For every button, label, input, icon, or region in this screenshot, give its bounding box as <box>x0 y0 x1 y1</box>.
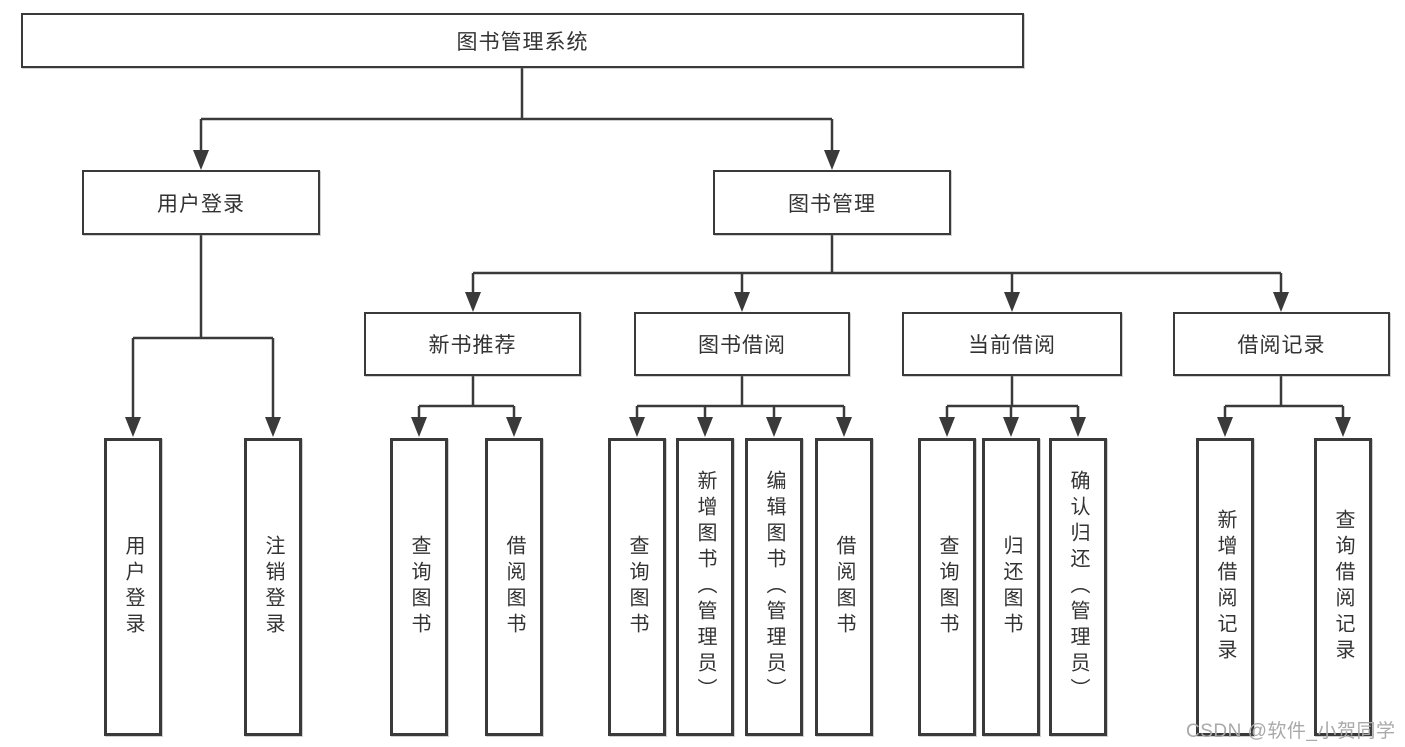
node-book-management: 图书管理 <box>713 170 951 235</box>
leaf-label: 确认归还（管理员） <box>1067 470 1089 704</box>
connector-paths <box>131 68 1345 421</box>
leaf-label: 编辑图书（管理员） <box>763 470 785 704</box>
leaf-label: 查询图书 <box>408 535 430 639</box>
leaf-label: 新增借阅记录 <box>1214 509 1236 665</box>
leaf-borrow-add-book-admin: 新增图书（管理员） <box>676 438 734 736</box>
csdn-watermark: CSDN @软件_小贺同学 <box>1186 721 1396 742</box>
leaf-newbook-borrow-book: 借阅图书 <box>485 438 543 736</box>
node-label: 图书管理系统 <box>456 30 589 54</box>
node-label: 借阅记录 <box>1237 334 1326 357</box>
node-current-borrowing: 当前借阅 <box>902 312 1122 376</box>
leaf-record-query-borrow-record: 查询借阅记录 <box>1314 438 1372 736</box>
leaf-label: 新增图书（管理员） <box>694 470 716 704</box>
leaf-current-confirm-return-admin: 确认归还（管理员） <box>1049 438 1107 736</box>
node-new-book-recommend: 新书推荐 <box>364 312 581 376</box>
leaf-label: 查询借阅记录 <box>1332 509 1354 665</box>
node-book-borrowing: 图书借阅 <box>634 312 850 376</box>
leaf-user-login: 用户登录 <box>104 438 162 736</box>
node-library-management-system: 图书管理系统 <box>21 13 1024 68</box>
leaf-current-query-book: 查询图书 <box>918 438 976 736</box>
leaf-label: 查询图书 <box>936 535 958 639</box>
leaf-label: 查询图书 <box>626 535 648 639</box>
leaf-newbook-query-book: 查询图书 <box>390 438 448 736</box>
node-label: 新书推荐 <box>428 334 517 357</box>
leaf-label: 注销登录 <box>262 535 284 639</box>
leaf-record-add-borrow-record: 新增借阅记录 <box>1196 438 1254 736</box>
leaf-label: 借阅图书 <box>503 535 525 639</box>
leaf-borrow-edit-book-admin: 编辑图书（管理员） <box>745 438 803 736</box>
arrowhead-icons <box>125 150 1351 437</box>
node-label: 图书借阅 <box>698 334 786 357</box>
leaf-current-return-book: 归还图书 <box>982 438 1040 736</box>
leaf-borrow-query-book: 查询图书 <box>608 438 666 736</box>
node-borrow-records: 借阅记录 <box>1173 312 1390 376</box>
leaf-label: 归还图书 <box>1000 535 1022 639</box>
node-label: 用户登录 <box>157 192 245 216</box>
node-user-login: 用户登录 <box>82 170 320 235</box>
leaf-logout: 注销登录 <box>244 438 302 736</box>
leaf-borrow-borrow-book: 借阅图书 <box>815 438 873 736</box>
leaf-label: 借阅图书 <box>833 535 855 639</box>
node-label: 当前借阅 <box>968 334 1056 357</box>
node-label: 图书管理 <box>788 192 876 216</box>
leaf-label: 用户登录 <box>122 535 144 639</box>
